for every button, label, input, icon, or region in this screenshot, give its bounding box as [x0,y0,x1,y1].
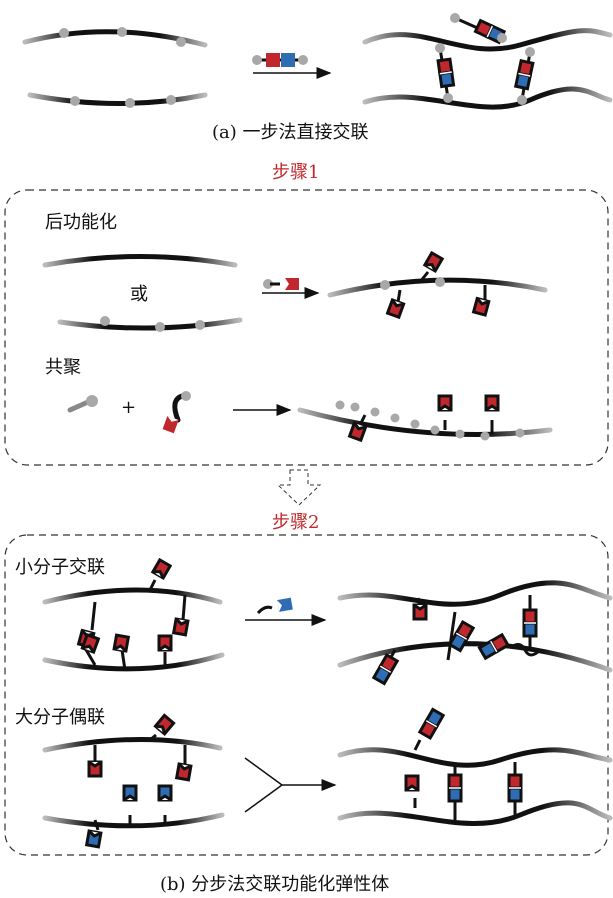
small-crosslinker [256,597,293,615]
step2-chains [42,580,613,829]
coupling-arrow [244,757,337,813]
macromolecule-label: 大分子偶联 [15,707,105,728]
copolymerization-label: 共聚 [45,357,81,378]
step1-label: 步骤1 [272,162,320,183]
step1-sites [100,277,525,441]
caption-a: (a) 一步法直接交联 [212,122,369,143]
dashed-down-arrow-icon [276,469,322,506]
step1-box [4,189,609,466]
step2-functional-groups [77,558,542,849]
plus-label: + [121,397,137,418]
monomer-2 [162,391,191,434]
post-functionalization-label: 后功能化 [45,212,117,233]
step1-functional-groups [348,251,500,442]
or-label: 或 [130,284,148,305]
monomer-1 [67,395,98,413]
caption-b: (b) 分步法交联功能化弹性体 [160,874,390,895]
step2-label: 步骤2 [272,512,320,533]
crosslinked-network-a [435,13,535,105]
grafting-sites [59,27,186,108]
crosslinker-a [252,53,308,67]
small-molecule-label: 小分子交联 [15,557,105,578]
functional-reagent [263,278,299,290]
step2-box [4,534,609,856]
